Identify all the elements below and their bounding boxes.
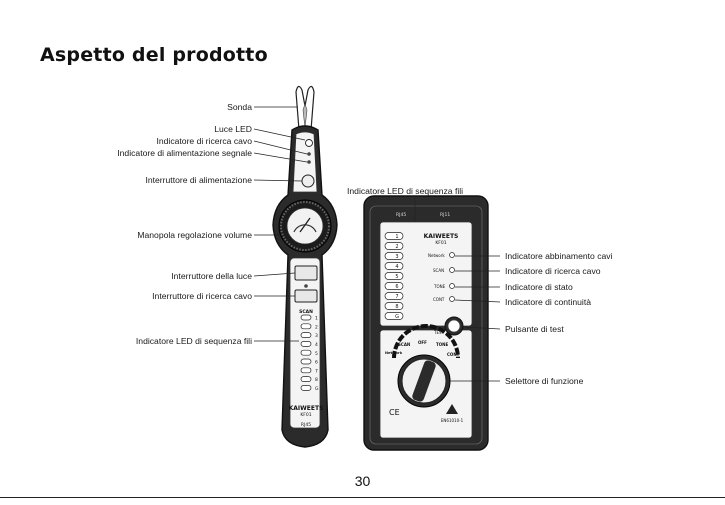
label-luce-led: Luce LED [214, 124, 252, 134]
base-led-5 [384, 272, 404, 280]
base-led-label: 1 [395, 234, 398, 240]
page-number: 30 [354, 473, 371, 489]
probe-brand: KAIWEETS [289, 405, 324, 412]
base-led-7 [384, 292, 404, 300]
label-ricerca-cavo: Indicatore di ricerca cavo [156, 136, 252, 146]
footer-divider [0, 497, 725, 498]
label-led-sequenza-top: Indicatore LED di sequenza fili [347, 186, 464, 196]
base-led-sequence: 1 2 3 4 5 6 7 8G [384, 232, 404, 320]
selector-cont-text: CONT [447, 352, 460, 357]
probe-led-8 [300, 376, 312, 382]
selector-off-text: OFF [418, 340, 427, 345]
label-sonda: Sonda [227, 102, 252, 112]
scan-led [449, 267, 455, 273]
power-switch[interactable] [301, 174, 315, 188]
tone-text: TONE [433, 284, 446, 289]
base-led-G [384, 312, 404, 320]
probe-led-6 [300, 358, 312, 365]
selector-scan-text: SCAN [398, 342, 410, 347]
label-abbinamento: Indicatore abbinamento cavi [505, 251, 613, 261]
probe-led-1 [300, 314, 312, 321]
cable-search-led [307, 152, 311, 156]
label-selettore: Selettore di funzione [505, 376, 584, 386]
base-model: KF01 [435, 240, 446, 246]
base-led-6 [384, 282, 404, 290]
test-text: TEST [433, 330, 445, 335]
base-led-1 [384, 232, 404, 240]
base-port-rj11: RJ11 [440, 212, 450, 218]
probe-port: RJ45 [301, 422, 311, 428]
standard-text: EN61010-1 [441, 418, 464, 423]
probe-led-label: G [315, 386, 319, 392]
probe-led-label: 4 [315, 342, 318, 348]
network-led [449, 252, 455, 258]
probe-led-label: 6 [315, 360, 318, 366]
probe-model: KF01 [300, 412, 311, 418]
label-ricerca: Indicatore di ricerca cavo [505, 266, 601, 276]
label-led-sequenza: Indicatore LED di sequenza fili [135, 336, 252, 346]
scan-text: SCAN [433, 268, 444, 273]
base-led-label: 8 [395, 304, 398, 310]
continuity-led [449, 296, 455, 302]
scan-switch[interactable] [294, 289, 318, 303]
base-led-label: 6 [395, 284, 398, 290]
base-brand: KAIWEETS [424, 233, 459, 240]
selector-handle [412, 360, 436, 402]
probe-led-3 [300, 332, 312, 338]
label-alimentazione-segnale: Indicatore di alimentazione segnale [117, 148, 252, 158]
page-title: Aspetto del prodotto [40, 44, 268, 66]
base-port-rj45: RJ45 [396, 212, 406, 218]
leader-lines [253, 106, 501, 382]
base-led-label: 4 [395, 264, 398, 270]
label-manopola-volume: Manopola regolazione volume [137, 230, 252, 240]
base-led-8 [384, 302, 404, 310]
probe-led-label: 3 [315, 333, 318, 339]
network-text: Network [428, 253, 445, 258]
selector-tone-text: TONE [436, 342, 448, 347]
base-led-4 [384, 262, 404, 270]
probe-led-label: 5 [315, 351, 318, 357]
base-led-label: 2 [395, 244, 398, 250]
base-device: RJ45 RJ11 KAIWEETS KF01 1 2 3 4 5 6 7 8G Networ… [363, 195, 489, 451]
label-interruttore-luce: Interruttore della luce [171, 271, 252, 281]
base-led-label: 3 [395, 254, 398, 260]
probe-led-label: 2 [315, 324, 318, 330]
label-interruttore-alimentazione: Interruttore di alimentazione [145, 175, 252, 185]
probe-device: SCAN 1 2 3 4 5 6 7 8G KAIWEETS KF01 RJ45 [272, 85, 338, 448]
label-stato: Indicatore di stato [505, 282, 573, 292]
light-switch[interactable] [294, 265, 318, 281]
base-led-label: 5 [395, 274, 398, 280]
base-led-2 [384, 242, 404, 250]
led-light [305, 139, 313, 147]
warning-icon [446, 404, 458, 414]
base-led-3 [384, 252, 404, 260]
label-continuita: Indicatore di continuità [505, 297, 591, 307]
label-interruttore-ricerca: Interruttore di ricerca cavo [152, 291, 252, 301]
probe-led-label: 8 [315, 377, 318, 383]
probe-scan-text: SCAN [299, 309, 313, 315]
probe-led-4 [300, 341, 312, 347]
base-led-label: G [395, 314, 399, 320]
base-led-label: 7 [395, 294, 398, 300]
probe-led-sequence: 1 2 3 4 5 6 7 8G [300, 314, 319, 392]
probe-led-label: 1 [315, 316, 318, 322]
label-pulsante-test: Pulsante di test [505, 324, 564, 334]
probe-led-G [300, 385, 312, 391]
probe-led-5 [300, 349, 312, 356]
probe-led-7 [300, 367, 312, 374]
probe-led-label: 7 [315, 368, 318, 374]
ce-mark: CE [389, 408, 400, 417]
cont-text: CONT [433, 297, 445, 302]
signal-power-led [307, 160, 311, 164]
status-led [449, 283, 455, 289]
probe-led-2 [300, 323, 312, 330]
